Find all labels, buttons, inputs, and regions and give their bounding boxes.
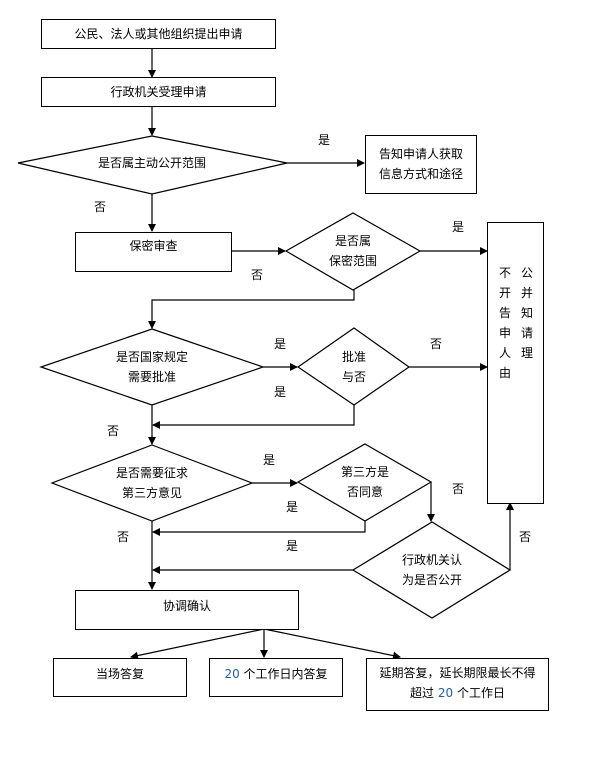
edge-agrees-back	[152, 521, 366, 536]
node-inform-access: 告知申请人获取 信息方式和途径	[365, 135, 477, 194]
node-reply-20-text: 个工作日内答复	[239, 667, 328, 681]
node-reply-now-text: 当场答复	[95, 667, 144, 681]
node-accept-text: 行政机关受理申请	[110, 85, 207, 99]
node-reply-20-number: 20	[224, 667, 240, 681]
diamond2-line1: 是否属	[334, 234, 372, 248]
edge-issecret-needsapproval	[148, 290, 355, 329]
node-inform-line2: 信息方式和途径	[378, 167, 463, 181]
label-no-issecret: 否	[251, 268, 264, 282]
node-coordinate: 协调确认	[75, 590, 299, 630]
diamond7-line2: 为是否公开	[401, 573, 463, 587]
label-no-approved: 否	[430, 337, 443, 351]
label-no-secrecy: 否	[94, 200, 107, 214]
diamond6-line2: 否同意	[346, 485, 384, 499]
diamond-active-disclosure-text: 是否属主动公开范围	[98, 153, 206, 173]
diamond4-line2: 与否	[341, 370, 367, 384]
node-extended-number: 20	[437, 686, 454, 700]
diamond6-line1: 第三方是	[340, 465, 390, 479]
edge-coord-extended	[263, 628, 401, 660]
reject-col2: 公并知请理	[520, 266, 533, 360]
node-reply-now: 当场答复	[53, 658, 187, 697]
label-no-thirdparty: 否	[117, 530, 130, 544]
node-extended-post: 个工作日	[453, 686, 505, 700]
diamond-is-secret	[284, 212, 422, 291]
label-yes-thirdparty: 是	[263, 453, 276, 467]
diamond-third-party-text: 是否需要征求 第三方意见	[116, 463, 188, 503]
diamond4-line1: 批准	[341, 350, 367, 364]
node-extended-line2: 超过 20 个工作日	[367, 683, 548, 703]
node-secrecy-text: 保密审查	[129, 239, 178, 253]
edge-coord-now	[130, 628, 265, 660]
diamond3-line2: 需要批准	[127, 370, 177, 384]
diamond7-line1: 行政机关认	[401, 553, 463, 567]
node-reply-extended: 延期答复，延长期限最长不得 超过 20 个工作日	[366, 658, 549, 711]
node-submit: 公民、法人或其他组织提出申请	[41, 19, 276, 49]
node-reply-20: 20 个工作日内答复	[209, 658, 343, 697]
node-extended-pre: 超过	[410, 686, 438, 700]
diamond3-line1: 是否国家规定	[115, 350, 189, 364]
node-reject: 不开告申人由 公并知请理	[487, 222, 544, 504]
diamond2-line2: 保密范围	[328, 254, 378, 268]
node-accept: 行政机关受理申请	[41, 77, 276, 107]
diamond1-text: 是否属主动公开范围	[97, 156, 207, 170]
label-yes-issecret: 是	[452, 220, 465, 234]
diamond-approved-text: 批准 与否	[342, 347, 366, 387]
diamond-agency-decides-text: 行政机关认 为是否公开	[402, 550, 462, 590]
diamond-agency-decides	[351, 521, 512, 619]
node-secrecy-review: 保密审查	[75, 232, 232, 272]
diamond-third-party-agrees-text: 第三方是 否同意	[341, 462, 389, 502]
node-inform-line1: 告知申请人获取	[378, 147, 463, 161]
label-no-decides: 否	[519, 530, 532, 544]
diamond5-line2: 第三方意见	[121, 486, 183, 500]
label-yes-agrees-back: 是	[286, 500, 299, 514]
label-yes-decides-back: 是	[286, 539, 299, 553]
diamond-needs-approval-text: 是否国家规定 需要批准	[116, 347, 188, 387]
diamond-is-secret-text: 是否属 保密范围	[329, 231, 377, 271]
label-yes-approval-bottom: 是	[274, 385, 287, 399]
node-coordinate-text: 协调确认	[162, 599, 211, 613]
node-submit-text: 公民、法人或其他组织提出申请	[74, 27, 243, 41]
label-no-needsapproval: 否	[107, 424, 120, 438]
label-yes-approval-top: 是	[274, 337, 287, 351]
reject-col1: 不开告申人由	[498, 266, 511, 380]
node-extended-line1: 延期答复，延长期限最长不得	[379, 666, 536, 680]
label-yes-inform: 是	[318, 133, 331, 147]
edge-approved-back	[152, 405, 355, 429]
diamond5-line1: 是否需要征求	[115, 466, 189, 480]
label-no-agrees: 否	[452, 482, 465, 496]
